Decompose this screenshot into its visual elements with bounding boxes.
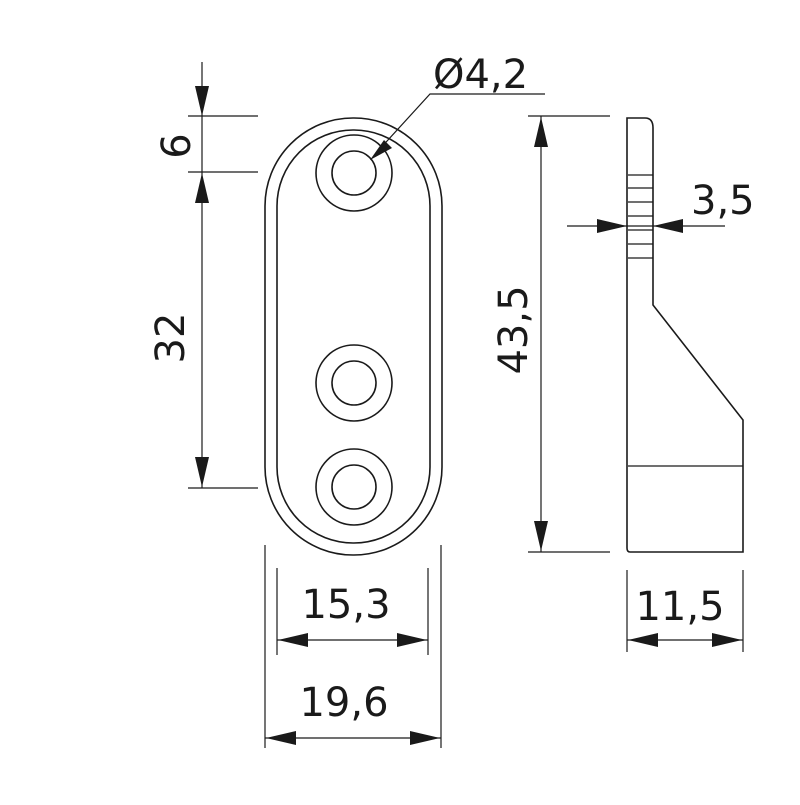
dim-inner-width-label: 15,3 — [301, 582, 390, 628]
dim-hole-diameter: Ø4,2 — [370, 52, 545, 160]
arrow-head — [534, 117, 548, 147]
arrow-head — [712, 633, 742, 647]
dim-top-offset-label: 6 — [154, 133, 200, 158]
bracket-outline-inner — [276, 129, 431, 544]
front-view — [264, 117, 443, 556]
dim-total-height: 43,5 — [491, 115, 610, 553]
mounting-hole-middle — [315, 344, 393, 422]
arrow-head — [266, 731, 296, 745]
arrow-head — [628, 633, 658, 647]
dim-top-offset: 6 — [154, 62, 258, 173]
dim-hole-diameter-label: Ø4,2 — [433, 52, 528, 98]
mounting-hole-bottom — [315, 448, 393, 526]
side-ribs — [628, 174, 653, 259]
arrow-head — [653, 219, 683, 233]
dim-depth-label: 11,5 — [635, 584, 724, 630]
dim-outer-width-label: 19,6 — [299, 680, 388, 726]
dim-plate-thickness-label: 3,5 — [691, 178, 755, 224]
arrow-head — [278, 633, 308, 647]
dim-depth: 11,5 — [626, 570, 744, 652]
side-profile-outline — [626, 117, 744, 553]
dim-inner-width: 15,3 — [276, 568, 429, 655]
arrow-head — [370, 140, 392, 160]
arrow-head — [397, 633, 427, 647]
bracket-outline-outer — [264, 117, 443, 556]
side-view — [626, 117, 744, 553]
dim-hole-spacing: 32 — [148, 172, 258, 489]
dim-hole-spacing-label: 32 — [148, 313, 194, 364]
dim-total-height-label: 43,5 — [491, 285, 537, 374]
arrow-head — [410, 731, 440, 745]
arrow-head — [195, 173, 209, 203]
arrow-head — [195, 86, 209, 116]
arrow-head — [597, 219, 627, 233]
dim-plate-thickness: 3,5 — [567, 178, 755, 233]
arrow-head — [195, 457, 209, 487]
arrow-head — [534, 521, 548, 551]
dim-outer-width: 19,6 — [264, 545, 442, 748]
mounting-hole-top — [315, 134, 393, 212]
